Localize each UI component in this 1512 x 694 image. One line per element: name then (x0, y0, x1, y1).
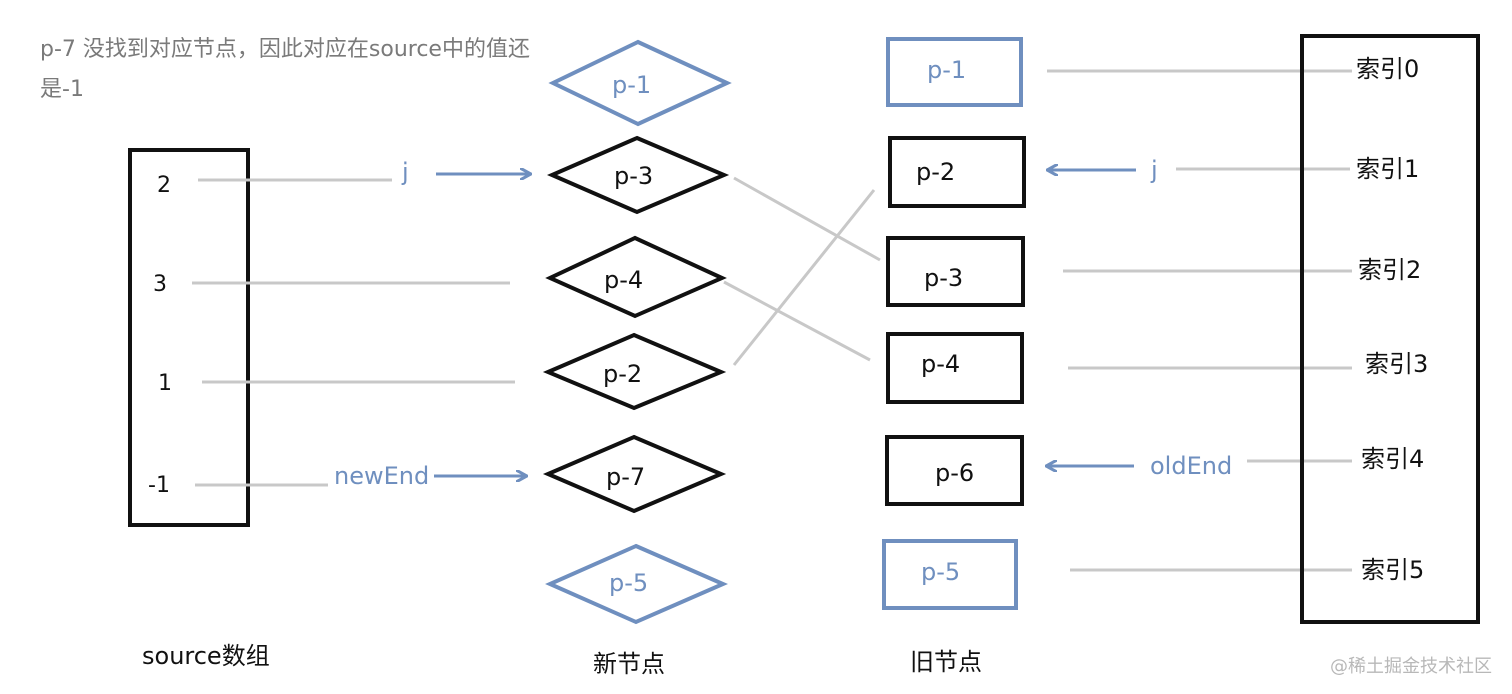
map-link-p4 (723, 280, 871, 362)
old-node-box-4 (885, 435, 1024, 506)
old-node-box-1 (888, 136, 1026, 208)
old-node-label-0: p-1 (927, 56, 966, 84)
source-array-label: source数组 (142, 642, 270, 670)
new-node-diamond-2 (545, 235, 727, 319)
new-node-label-2: p-4 (604, 266, 643, 294)
old-node-label-5: p-5 (921, 558, 960, 586)
index-box (1300, 34, 1480, 624)
old-node-label-3: p-4 (921, 350, 960, 378)
source-value-2: 1 (158, 371, 172, 396)
index-label-3: 索引3 (1365, 350, 1428, 378)
old-node-box-0 (886, 37, 1023, 107)
map-link-p3 (733, 176, 881, 262)
new-node-diamond-0 (548, 39, 732, 127)
pointer-new-end: newEnd (334, 462, 429, 490)
new-node-diamond-5 (545, 543, 728, 625)
index-label-4: 索引4 (1361, 445, 1424, 473)
old-node-label-1: p-2 (916, 158, 955, 186)
source-value-3: -1 (148, 473, 170, 498)
new-node-diamond-1 (546, 135, 730, 215)
map-link-p2 (732, 189, 876, 366)
pointer-j-old: j (1150, 156, 1158, 184)
old-nodes-label: 旧节点 (910, 648, 982, 676)
source-array-box (128, 148, 250, 527)
source-value-1: 3 (153, 272, 167, 297)
old-node-box-5 (882, 539, 1018, 610)
index-label-2: 索引2 (1358, 256, 1421, 284)
old-node-box-2 (886, 236, 1025, 307)
new-node-label-5: p-5 (609, 569, 648, 597)
new-node-label-1: p-3 (614, 162, 653, 190)
new-node-label-0: p-1 (612, 71, 651, 99)
new-node-diamond-4 (542, 434, 727, 514)
pointer-old-end: oldEnd (1150, 452, 1232, 480)
old-node-label-2: p-3 (924, 264, 963, 292)
new-node-label-3: p-2 (603, 360, 642, 388)
pointer-j-new: j (401, 158, 409, 186)
index-label-0: 索引0 (1356, 55, 1419, 83)
new-nodes-label: 新节点 (593, 650, 665, 678)
index-label-5: 索引5 (1361, 556, 1424, 584)
source-value-0: 2 (157, 173, 171, 198)
watermark: @稀土掘金技术社区 (1330, 656, 1492, 677)
new-node-diamond-3 (542, 332, 727, 411)
new-node-label-4: p-7 (606, 463, 645, 491)
old-node-label-4: p-6 (935, 459, 974, 487)
old-node-box-3 (886, 332, 1024, 404)
annotation-note: p-7 没找到对应节点，因此对应在source中的值还是-1 (40, 37, 530, 102)
index-label-1: 索引1 (1356, 155, 1419, 183)
